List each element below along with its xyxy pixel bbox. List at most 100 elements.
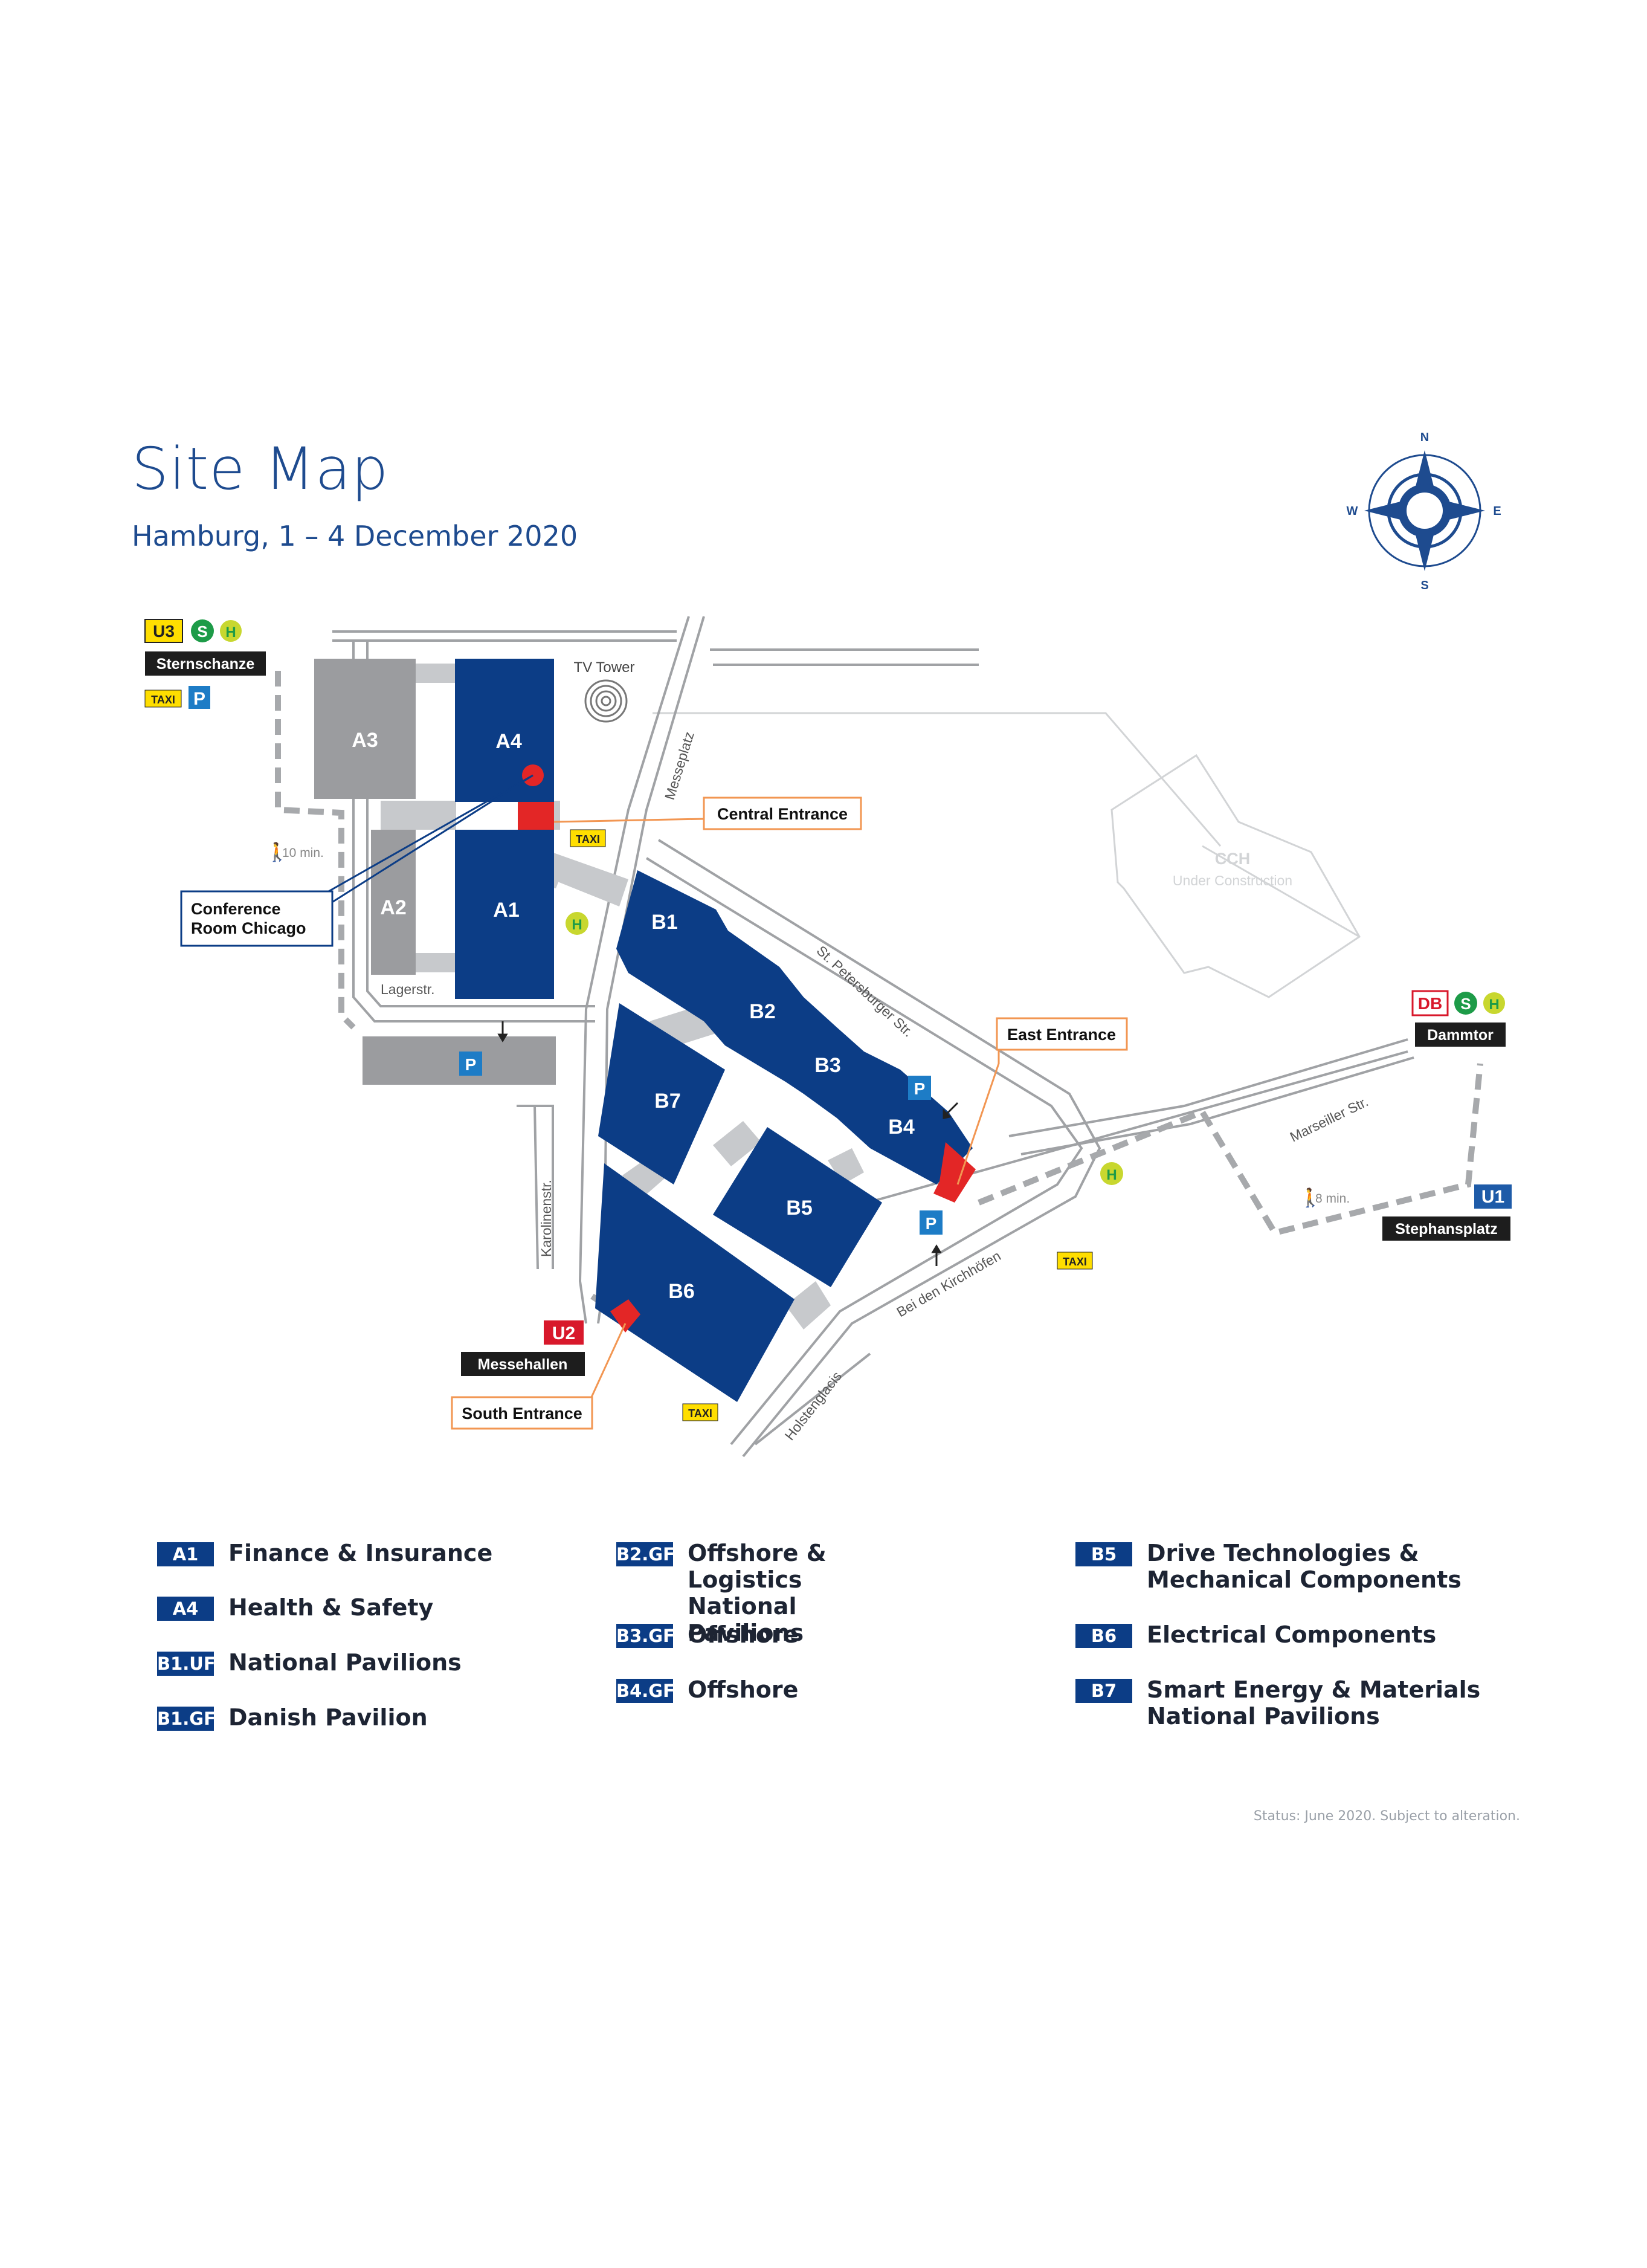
south-entrance-callout: South Entrance [451,1396,593,1430]
page-subtitle: Hamburg, 1 – 4 December 2020 [132,520,578,552]
parking-garage-a: P [459,1052,482,1076]
central-entrance-callout: Central Entrance [703,796,862,830]
taxi-icon: TAXI [151,694,175,706]
legend-item: B3.GF Offshore [616,1621,917,1648]
street-marseiller: Marseiller Str. [1288,1093,1371,1145]
db-icon: DB [1418,994,1442,1013]
east-entrance-callout: East Entrance [996,1017,1128,1051]
status-note: Status: June 2020. Subject to alteration… [1253,1809,1520,1824]
parking-icon: P [926,1214,937,1233]
parking-icon: P [193,689,205,709]
bus-stop-icon: H [1489,997,1499,1013]
compass-west: W [1347,505,1358,518]
svg-text:B2: B2 [749,1000,775,1023]
legend-item: B5 Drive Technologies & Mechanical Compo… [1075,1540,1485,1593]
street-bei-den-kirchhoefen: Bei den Kirchhöfen [894,1248,1004,1320]
legend-code: A1 [157,1542,214,1566]
street-holstenglacis: Holstenglacis [781,1368,845,1443]
taxi-central: TAXI [570,829,606,847]
svg-text:B1: B1 [651,911,677,934]
station-sternschanze: U3 S H Sternschanze TAXI P [144,619,266,709]
legend-code: B4.GF [616,1679,675,1703]
hall-b5: B5 [713,1127,882,1287]
legend-code: B3.GF [616,1624,675,1648]
legend-item: A4 Health & Safety [157,1594,543,1621]
street-lagerstr: Lagerstr. [381,981,435,997]
station-dammtor: DB S H Dammtor [1411,990,1506,1047]
walking-person-icon: 🚶 [1299,1187,1321,1208]
svg-text:Messehallen: Messehallen [478,1356,568,1373]
hall-a2: A2 [371,830,416,975]
bus-stop-a1: H [566,912,588,935]
legend-item: B1.UF National Pavilions [157,1649,543,1676]
cch-sublabel: Under Construction [1173,873,1292,888]
compass-north: N [1420,431,1429,444]
legend-code: B2.GF [616,1542,675,1566]
svg-text:South Entrance: South Entrance [462,1404,582,1423]
svg-text:Dammtor: Dammtor [1427,1027,1494,1044]
svg-text:Central Entrance: Central Entrance [717,805,848,823]
legend-label: Offshore & Logistics National Pavilions [688,1540,827,1646]
svg-text:Room Chicago: Room Chicago [191,919,306,937]
taxi-east: TAXI [1057,1252,1093,1270]
hall-b6: B6 [595,1163,794,1402]
svg-text:B7: B7 [654,1090,680,1113]
parking-east: P [920,1210,943,1235]
legend-label: Finance & Insurance [228,1540,493,1566]
legend-code: B6 [1075,1624,1132,1648]
cch-building: CCH Under Construction [653,712,1361,998]
svg-text:Stephansplatz: Stephansplatz [1395,1221,1497,1238]
svg-text:Conference: Conference [191,900,281,918]
legend-label: Electrical Components [1147,1621,1437,1648]
s-bahn-icon: S [197,622,207,641]
svg-text:A2: A2 [380,896,406,919]
legend-label: Smart Energy & Materials National Pavili… [1147,1676,1481,1730]
walk-10-marker: 🚶 10 min. [266,841,324,862]
parking-b4: P [908,1076,931,1100]
svg-text:B3: B3 [814,1054,840,1077]
svg-text:10 min.: 10 min. [282,846,324,860]
cch-label: CCH [1215,850,1251,868]
svg-text:B5: B5 [786,1197,812,1220]
bus-stop-icon: H [1106,1167,1117,1183]
conference-room-callout: Conference Room Chicago [180,890,334,947]
legend-item: B4.GF Offshore [616,1676,917,1703]
legend-label: Health & Safety [228,1594,434,1621]
svg-text:8 min.: 8 min. [1315,1192,1350,1206]
svg-text:A3: A3 [352,729,378,752]
legend-code: B5 [1075,1542,1132,1566]
walk-8-marker: 🚶 8 min. [1299,1187,1350,1208]
taxi-icon: TAXI [1063,1256,1087,1268]
page-title: Site Map [132,435,389,503]
bus-stop-east: H [1100,1162,1123,1185]
compass-icon: N S E W [1347,431,1501,592]
legend-code: B1.GF [157,1707,216,1731]
legend-code: A4 [157,1597,214,1621]
parking-garage-icon: P [914,1079,926,1098]
legend-item: B7 Smart Energy & Materials National Pav… [1075,1676,1485,1730]
hall-b7: B7 [598,1003,725,1184]
street-karolinenstr: Karolinenstr. [538,1180,554,1257]
parking-garage-icon: P [465,1055,477,1074]
station-messehallen: U2 Messehallen [461,1320,585,1376]
callout-lines-blue [323,774,533,904]
u3-icon: U3 [153,622,175,641]
svg-text:Sternschanze: Sternschanze [156,656,255,673]
u2-icon: U2 [552,1323,575,1343]
taxi-south: TAXI [682,1403,718,1421]
legend-code: B7 [1075,1679,1132,1703]
u1-icon: U1 [1481,1187,1504,1207]
tv-tower-label: TV Tower [574,659,635,676]
svg-text:A4: A4 [495,730,522,753]
svg-text:B6: B6 [668,1280,694,1303]
legend-label: Drive Technologies & Mechanical Componen… [1147,1540,1462,1593]
tv-tower-icon [584,679,628,723]
legend-item: A1 Finance & Insurance [157,1540,543,1566]
arrow-icons [497,1021,959,1266]
taxi-icon: TAXI [688,1407,712,1420]
legend-label: Danish Pavilion [228,1704,428,1731]
svg-text:B4: B4 [888,1116,915,1139]
hall-a1: A1 [455,830,554,999]
legend-item: B2.GF Offshore & Logistics National Pavi… [616,1540,917,1646]
